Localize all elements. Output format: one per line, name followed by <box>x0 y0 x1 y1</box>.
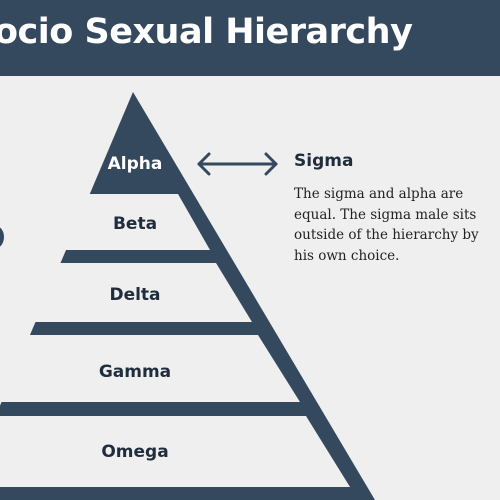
tier-label-omega: Omega <box>101 442 168 462</box>
page-title: ocio Sexual Hierarchy <box>0 12 413 52</box>
tier-beta <box>58 194 210 250</box>
tier-omega <box>0 416 350 487</box>
tier-label-alpha: Alpha <box>108 154 163 174</box>
tier-label-gamma: Gamma <box>99 362 171 382</box>
sigma-title: Sigma <box>294 151 354 171</box>
left-edge-shape <box>0 226 4 248</box>
sigma-description: The sigma and alpha are equal. The sigma… <box>294 186 479 264</box>
tier-label-beta: Beta <box>113 214 157 234</box>
tier-delta <box>22 263 252 322</box>
double-arrow-icon <box>197 152 278 176</box>
tier-label-delta: Delta <box>109 285 160 305</box>
title-banner: ocio Sexual Hierarchy <box>0 0 500 76</box>
tier-gamma <box>0 335 300 402</box>
